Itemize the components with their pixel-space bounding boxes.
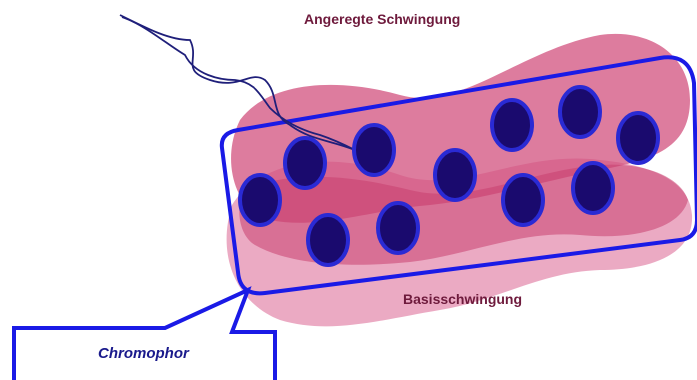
chromophore-callout: Chromophor	[14, 290, 275, 380]
molecule-dot	[503, 175, 543, 225]
molecule-dot	[378, 203, 418, 253]
molecule-dot	[308, 215, 348, 265]
molecule-dot	[573, 163, 613, 213]
molecule-dot	[354, 125, 394, 175]
molecule-dot	[618, 113, 658, 163]
molecule-dot	[240, 175, 280, 225]
molecule-dot	[285, 138, 325, 188]
callout-box	[14, 290, 275, 380]
chromophore-label: Chromophor	[98, 345, 190, 362]
excited-vibration-label: Angeregte Schwingung	[304, 11, 460, 27]
base-vibration-label: Basisschwingung	[403, 291, 522, 307]
molecule-dot	[435, 150, 475, 200]
molecule-dot	[492, 100, 532, 150]
molecule-dot	[560, 87, 600, 137]
